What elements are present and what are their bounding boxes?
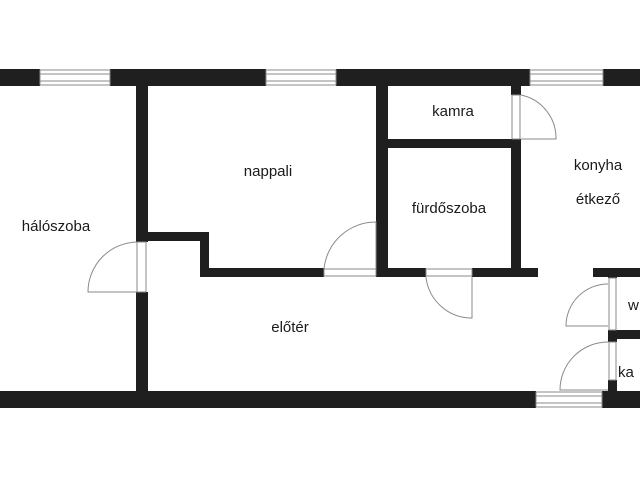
wall-top-2	[110, 69, 266, 86]
wall-kamra-left-bottom	[608, 380, 617, 391]
wall-bottom-2	[602, 391, 640, 408]
label-nappali: nappali	[244, 163, 292, 180]
wall-wc-left	[608, 268, 617, 278]
window-kitchen	[529, 69, 604, 86]
wall-living-jog-side	[200, 232, 209, 277]
label-furdo: fürdőszoba	[412, 200, 487, 217]
wall-bath-bottom-right	[472, 268, 538, 277]
label-konyha-line1: konyha	[574, 157, 623, 174]
wall-bottom-1	[0, 391, 536, 408]
wall-bath-right	[511, 139, 521, 277]
wall-pantry-right	[511, 86, 521, 95]
doors	[87, 94, 617, 391]
door-pantry	[511, 94, 557, 140]
door-small-pantry	[559, 341, 617, 391]
label-kamra-top: kamra	[432, 103, 474, 120]
label-halo: hálószoba	[22, 218, 91, 235]
window-entrance	[535, 391, 603, 408]
label-eloter: előtér	[271, 319, 309, 336]
label-kamra-small: ka	[618, 364, 635, 381]
wall-bedroom-lower	[136, 292, 148, 391]
door-bathroom	[425, 268, 473, 319]
label-wc: w	[627, 297, 639, 314]
door-wc	[565, 277, 617, 331]
door-living	[323, 221, 377, 277]
wall-wc-divider	[617, 330, 640, 339]
walls	[0, 69, 640, 408]
window-living	[265, 69, 337, 86]
wall-top-3	[336, 69, 530, 86]
wall-living-right	[376, 86, 388, 277]
wall-bedroom-upper	[136, 86, 148, 242]
label-konyha-line2: étkező	[576, 191, 620, 208]
wall-pantry-bottom	[388, 139, 521, 148]
door-bedroom	[87, 241, 147, 293]
wall-top-4	[603, 69, 640, 86]
wall-top-1	[0, 69, 40, 86]
room-labels: hálószoba nappali kamra fürdőszoba konyh…	[22, 103, 639, 381]
window-bedroom	[39, 69, 111, 86]
wall-wc-left-mid	[608, 330, 617, 342]
wall-living-jog-top	[148, 232, 209, 241]
wall-living-bottom	[200, 268, 324, 277]
windows	[39, 69, 604, 408]
wall-bath-bottom-left	[376, 268, 426, 277]
